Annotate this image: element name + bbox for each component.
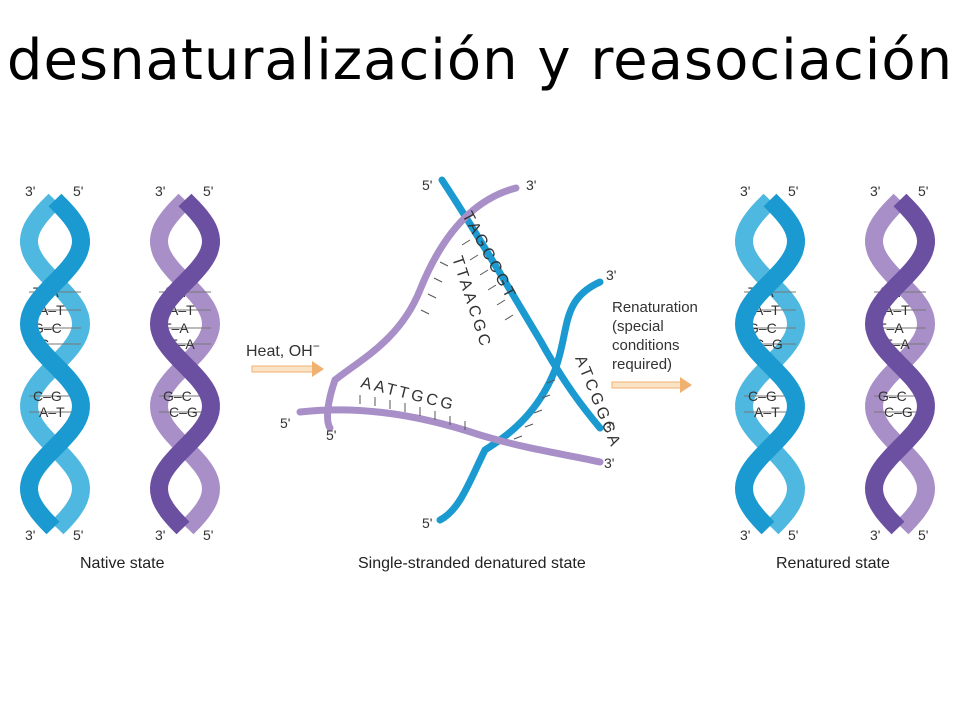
svg-text:5': 5' [918, 527, 928, 543]
svg-text:3': 3' [604, 419, 614, 435]
svg-text:C–G: C–G [884, 404, 913, 420]
svg-text:3': 3' [25, 527, 35, 543]
svg-text:C–G: C–G [33, 388, 62, 404]
svg-text:A–T: A–T [754, 404, 780, 420]
svg-text:A–T: A–T [39, 404, 65, 420]
heat-arrow [251, 361, 324, 377]
svg-text:3': 3' [155, 183, 165, 199]
svg-text:5': 5' [280, 415, 290, 431]
renatured-blue-helix: T–AA–TG–CC–GC–GA–T3'5'3'5' [734, 183, 806, 543]
native-blue-helix: T–AA–TG–CCC–GA–T3'5'3'5' [19, 183, 91, 543]
svg-text:3': 3' [25, 183, 35, 199]
svg-text:5': 5' [73, 527, 83, 543]
svg-text:3': 3' [870, 527, 880, 543]
svg-text:3': 3' [526, 177, 536, 193]
svg-text:5': 5' [788, 183, 798, 199]
svg-text:3': 3' [155, 527, 165, 543]
denatured-end-labels: 5' 3' 3' 3' 3' 5' 5' 5' [280, 177, 616, 531]
native-purple-helix: A–TA–TT–AT–AG–CC–G3'5'3'5' [149, 183, 221, 543]
svg-text:3': 3' [604, 455, 614, 471]
svg-text:5': 5' [73, 183, 83, 199]
svg-text:5': 5' [788, 527, 798, 543]
slide-title: desnaturalización y reasociación [6, 28, 954, 93]
native-caption: Native state [80, 555, 165, 572]
svg-text:3': 3' [740, 527, 750, 543]
svg-text:3': 3' [740, 183, 750, 199]
svg-text:3': 3' [606, 267, 616, 283]
svg-text:G–C: G–C [878, 388, 907, 404]
svg-text:5': 5' [326, 427, 336, 443]
svg-text:C–G: C–G [169, 404, 198, 420]
denatured-strands [296, 176, 604, 524]
svg-text:C–G: C–G [748, 388, 777, 404]
svg-text:3': 3' [870, 183, 880, 199]
svg-text:5': 5' [918, 183, 928, 199]
heat-label: Heat, OH− [246, 339, 320, 360]
denatured-caption: Single-stranded denatured state [358, 555, 586, 572]
renatured-caption: Renatured state [776, 555, 890, 572]
svg-text:5': 5' [422, 177, 432, 193]
renaturation-arrow [611, 377, 692, 393]
renaturation-label: Renaturation (special conditions require… [612, 299, 702, 373]
svg-text:5': 5' [422, 515, 432, 531]
svg-text:5': 5' [203, 183, 213, 199]
svg-text:G–C: G–C [33, 320, 62, 336]
svg-text:G–C: G–C [748, 320, 777, 336]
svg-text:5': 5' [203, 527, 213, 543]
renatured-purple-helix: A–TA–TT–AT–AG–CC–G3'5'3'5' [864, 183, 936, 543]
svg-text:G–C: G–C [163, 388, 192, 404]
